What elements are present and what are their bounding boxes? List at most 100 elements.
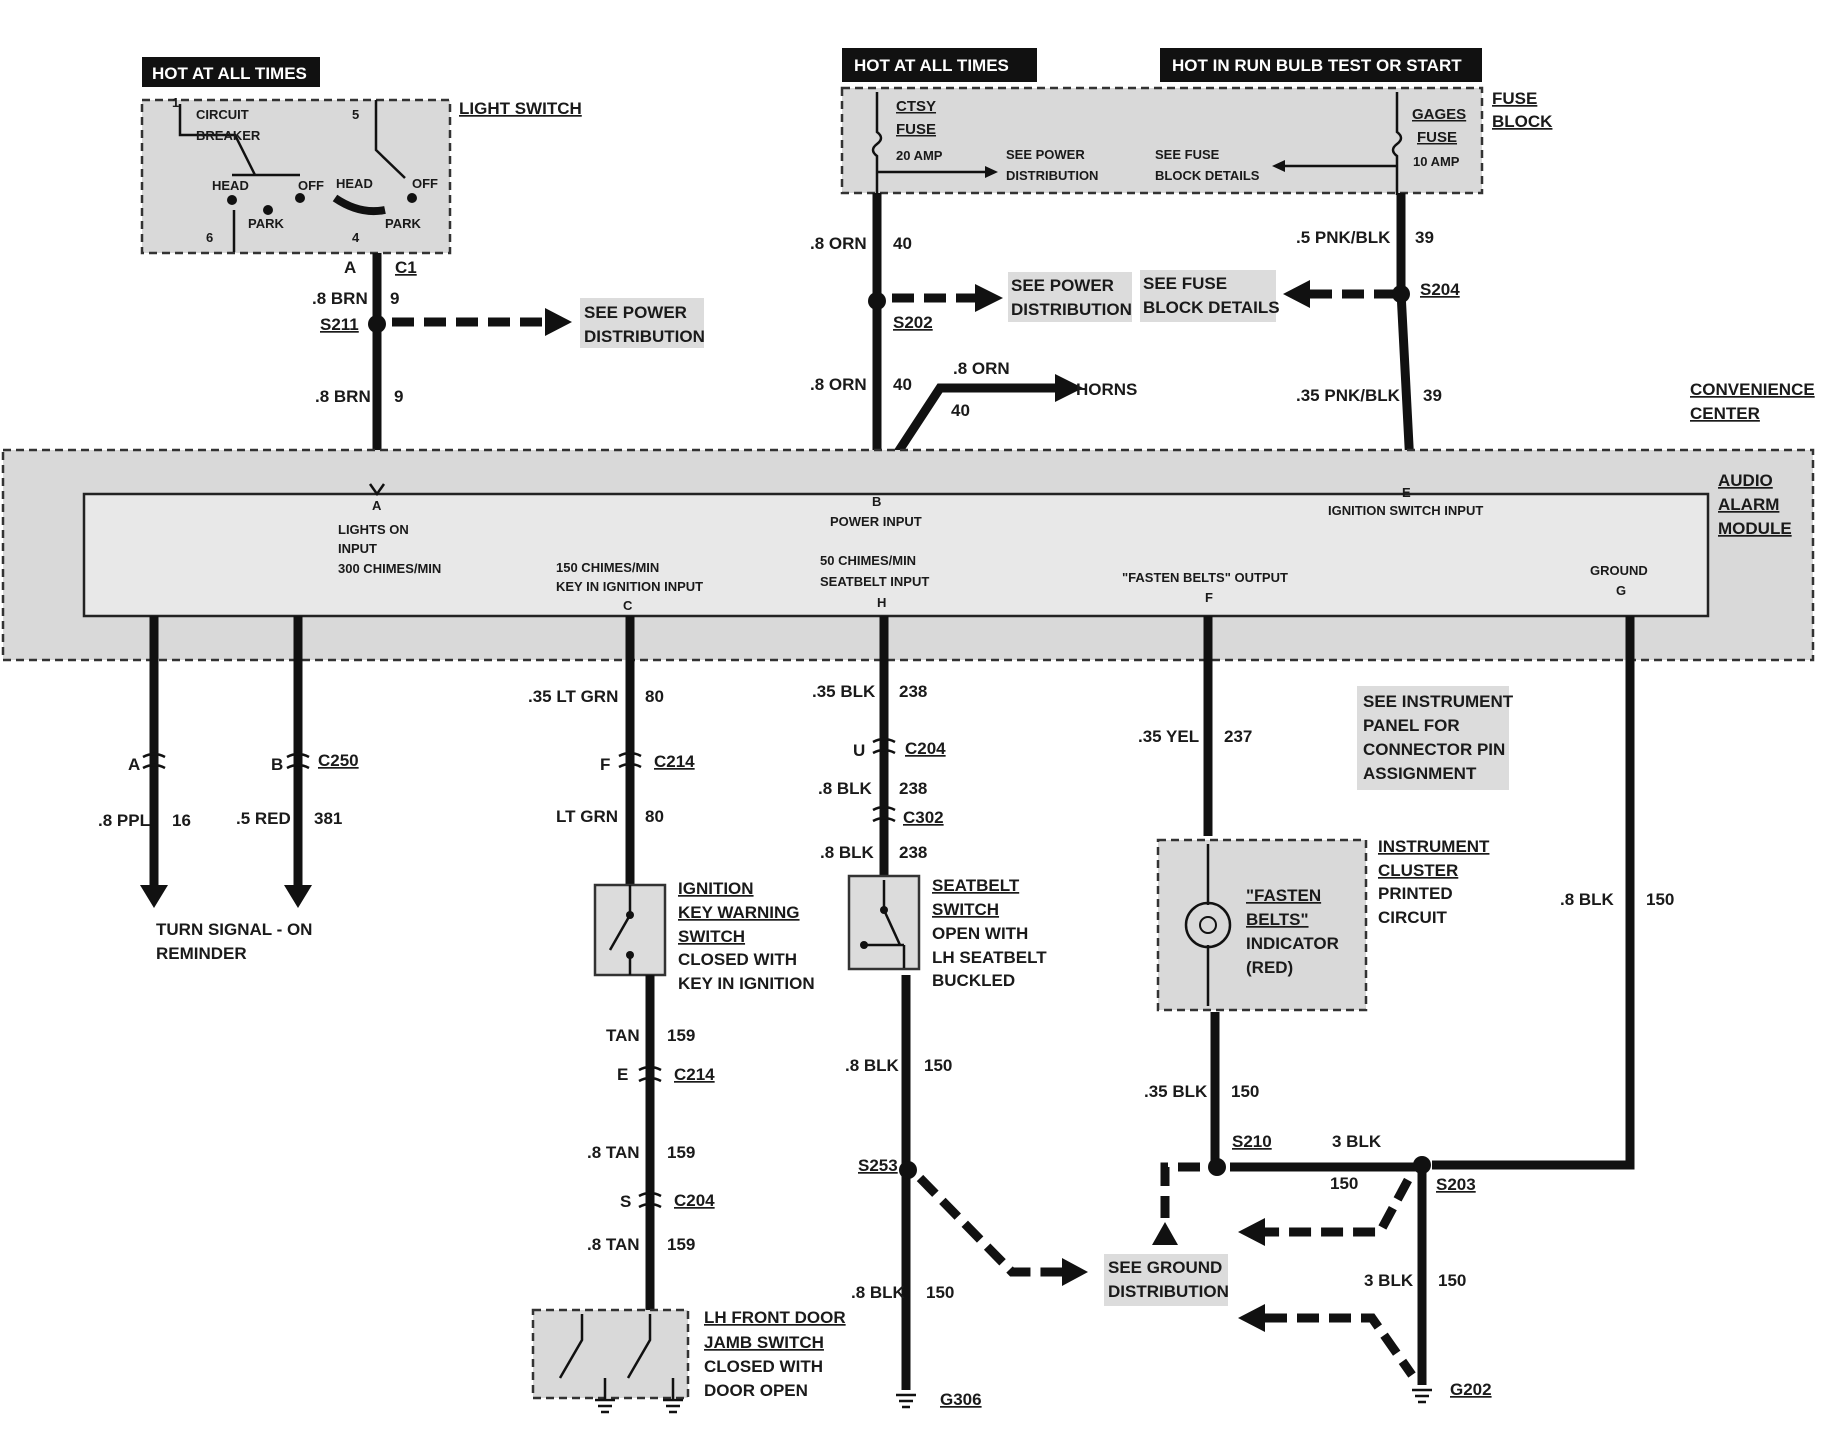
- pin-h-label1: 50 CHIMES/MIN: [820, 553, 916, 568]
- contact-dot: [227, 195, 237, 205]
- pin-e: E: [1402, 485, 1411, 500]
- sb-blk5-label: .8 BLK: [851, 1283, 906, 1302]
- lights-on2: INPUT: [338, 541, 377, 556]
- ls-circuit: CIRCUIT: [196, 107, 249, 122]
- ls-n5: 5: [352, 107, 359, 122]
- blk-gnd-label: .8 BLK: [1560, 890, 1615, 909]
- orn-horn-label: .8 ORN: [953, 359, 1010, 378]
- ls-park2: PARK: [385, 216, 421, 231]
- lights-on3: 300 CHIMES/MIN: [338, 561, 441, 576]
- hot-left-header-bg: [142, 57, 320, 87]
- conv-center1: CONVENIENCE: [1690, 380, 1815, 399]
- three-blk2: 3 BLK: [1364, 1271, 1414, 1290]
- orn-bot-num: 40: [893, 375, 912, 394]
- ltgrn-num: 80: [645, 687, 664, 706]
- splice-s203-label: S203: [1436, 1175, 1476, 1194]
- ic3: PRINTED: [1378, 884, 1453, 903]
- contact-dot: [263, 205, 273, 215]
- hot-mid-header: HOT AT ALL TIMES: [854, 56, 1009, 75]
- sb-sw4: LH SEATBELT: [932, 948, 1047, 967]
- gages-label2: FUSE: [1417, 129, 1457, 146]
- three-blk: 3 BLK: [1332, 1132, 1382, 1151]
- sb-u: U: [853, 741, 865, 760]
- door1: LH FRONT DOOR: [704, 1308, 846, 1327]
- note2: PANEL FOR: [1363, 716, 1460, 735]
- wire-brn-bot-num: 9: [394, 387, 403, 406]
- ind3: INDICATOR: [1246, 934, 1339, 953]
- n150: 150: [1330, 1174, 1358, 1193]
- audio-label3: MODULE: [1718, 519, 1792, 538]
- splice-s204-label: S204: [1420, 280, 1460, 299]
- arrow-ground-c: [1238, 1218, 1265, 1246]
- dash-s203-ground-a: [1265, 1177, 1412, 1237]
- ign-sw2: KEY WARNING: [678, 903, 800, 922]
- pin-g: G: [1616, 583, 1626, 598]
- see-ground2: DISTRIBUTION: [1108, 1282, 1229, 1301]
- wire-ground-g: [1432, 616, 1635, 1170]
- connector-c214b: [638, 1065, 662, 1083]
- connector-a-mark: [142, 752, 166, 770]
- red-num: 381: [314, 809, 342, 828]
- pin-h-label2: SEATBELT INPUT: [820, 574, 929, 589]
- sb-blk1-num: 238: [899, 682, 927, 701]
- pnk-top-num: 39: [1415, 228, 1434, 247]
- ic4: CIRCUIT: [1378, 908, 1448, 927]
- connector-c302: [872, 805, 896, 823]
- pin-h: H: [877, 595, 886, 610]
- ls-head2: HEAD: [336, 176, 373, 191]
- red-label: .5 RED: [236, 809, 291, 828]
- wire-brn-bot-label: .8 BRN: [315, 387, 371, 406]
- see-power-b-bg: [1008, 272, 1132, 322]
- connector-c204b: [638, 1191, 662, 1209]
- ls-n6: 6: [206, 230, 213, 245]
- sb-sw5: BUCKLED: [932, 971, 1015, 990]
- connector-c204: [872, 737, 896, 755]
- yel-label: .35 YEL: [1138, 727, 1199, 746]
- ls-n1: 1: [172, 95, 179, 110]
- see-power-a2: DISTRIBUTION: [584, 327, 705, 346]
- head-contact-right: [332, 194, 386, 216]
- ppl-label: .8 PPL: [98, 811, 150, 830]
- door-jamb-switch-box: [531, 1308, 690, 1400]
- note4: ASSIGNMENT: [1363, 764, 1477, 783]
- contact-dot: [295, 193, 305, 203]
- g202: G202: [1450, 1380, 1492, 1399]
- conn-a-lower: A: [128, 755, 140, 774]
- pin-a-mark: [368, 483, 386, 497]
- pnk-top-label: .5 PNK/BLK: [1296, 228, 1391, 247]
- ign-switch-input: IGNITION SWITCH INPUT: [1328, 503, 1483, 518]
- switch-blade-right: [374, 100, 406, 179]
- gages-fuse-symbol: [1391, 92, 1403, 195]
- hot-right-header-bg: [1160, 48, 1482, 82]
- ign-c204b: C204: [674, 1191, 715, 1210]
- blk-gnd-num: 150: [1646, 890, 1674, 909]
- arrow-ppl: [140, 885, 168, 908]
- ign-sw4: CLOSED WITH: [678, 950, 797, 969]
- pin-f: F: [1205, 590, 1213, 605]
- note3: CONNECTOR PIN: [1363, 740, 1505, 759]
- see-fuse-b1: SEE FUSE: [1143, 274, 1227, 293]
- tan3-num: 159: [667, 1235, 695, 1254]
- instrument-note-bg: [1357, 686, 1509, 790]
- sb-sw2: SWITCH: [932, 900, 999, 919]
- light-switch-box: [140, 98, 452, 255]
- gages-label1: GAGES: [1412, 106, 1466, 123]
- ign-contact: [626, 911, 634, 919]
- ground-symbol-g306: [896, 1393, 916, 1409]
- splice-s204: [1392, 285, 1410, 303]
- pin-c-label2: KEY IN IGNITION INPUT: [556, 579, 703, 594]
- arrow-horns: [1055, 374, 1083, 402]
- splice-s211-label: S211: [320, 315, 359, 334]
- splice-s253: [899, 1161, 917, 1179]
- horns-label: HORNS: [1076, 380, 1137, 399]
- door-switch-left: [558, 1314, 607, 1400]
- see-ground-bg: [1104, 1254, 1228, 1306]
- fb-see-fuse2: BLOCK DETAILS: [1155, 168, 1260, 183]
- ign-f: F: [600, 755, 610, 774]
- light-switch-title: LIGHT SWITCH: [459, 99, 582, 118]
- ign-contact: [626, 951, 634, 959]
- tan2-num: 159: [667, 1143, 695, 1162]
- wire-brn-top-num: 9: [390, 289, 399, 308]
- ic1: INSTRUMENT: [1378, 837, 1490, 856]
- audio-alarm-module: [82, 492, 1710, 618]
